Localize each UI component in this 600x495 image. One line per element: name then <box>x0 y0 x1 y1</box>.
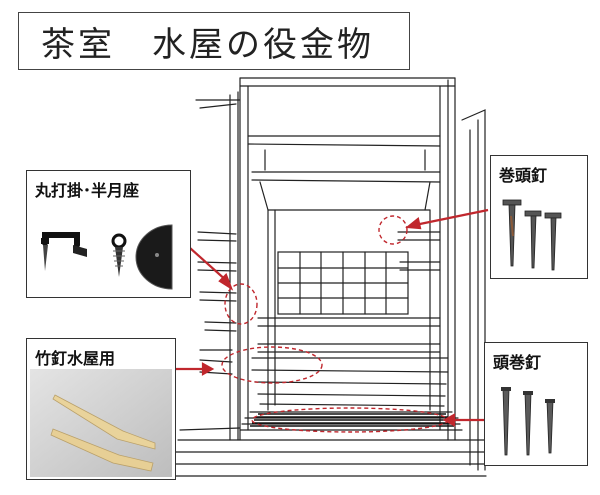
card-makiatama: 巻頭釘 <box>490 155 588 279</box>
card-atamamaki-label: 頭巻釘 <box>493 353 542 372</box>
card-takekugi-label: 竹釘水屋用 <box>35 349 116 368</box>
callout-hook-area <box>224 283 258 325</box>
callout-makiatama-area <box>378 215 408 245</box>
card-makiatama-label: 巻頭釘 <box>499 166 548 185</box>
makiatama-nails-illustration <box>502 199 562 271</box>
page-title: 茶室 水屋の役金物 <box>41 24 374 65</box>
atamamaki-nails-illustration <box>501 387 555 456</box>
card-atamamaki: 頭巻釘 <box>484 342 588 466</box>
marukake-hardware-illustration <box>41 224 173 290</box>
takekugi-photo <box>30 369 172 477</box>
title-box: 茶室 水屋の役金物 <box>18 12 410 70</box>
card-marukake: 丸打掛･半月座 <box>26 170 191 298</box>
card-takekugi: 竹釘水屋用 <box>26 338 176 480</box>
card-marukake-label: 丸打掛･半月座 <box>35 181 140 200</box>
callout-takekugi-area <box>221 346 323 384</box>
